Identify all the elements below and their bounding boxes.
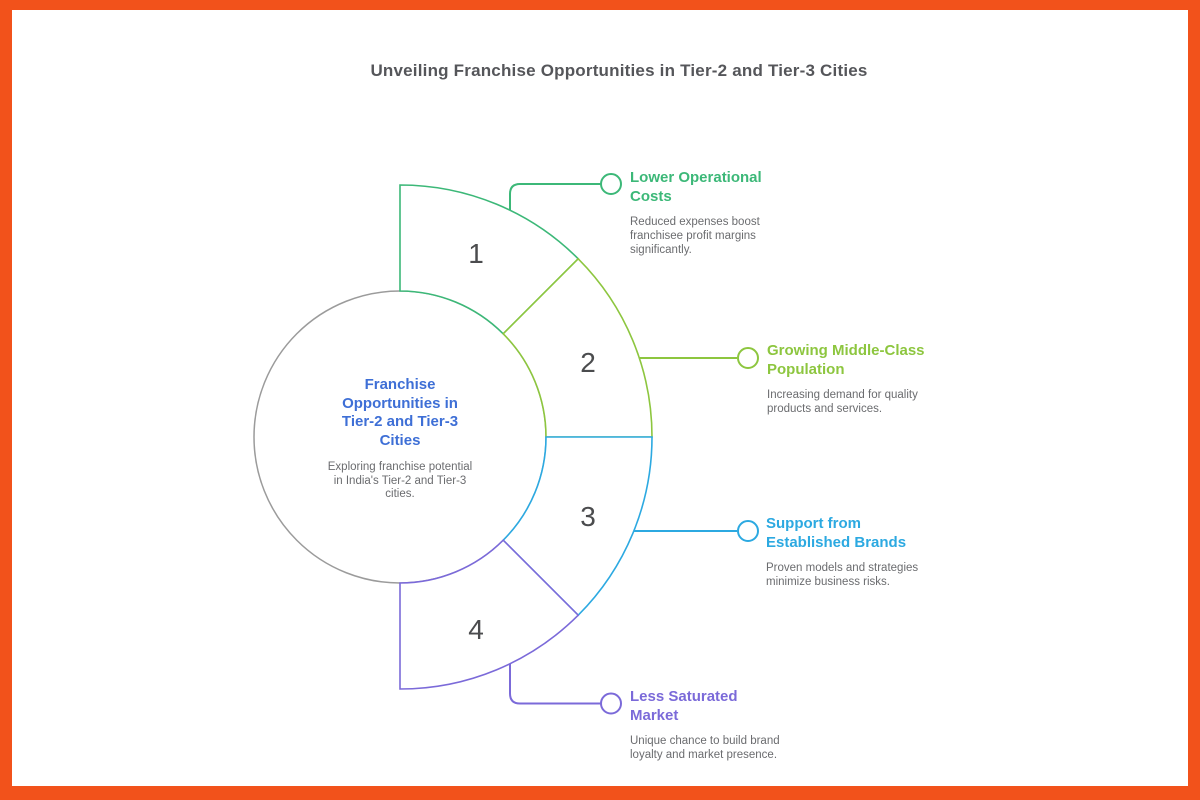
callout-2-label: Growing Middle-Class Population xyxy=(767,342,925,378)
callout-3-description: Proven models and strategies minimize bu… xyxy=(766,562,919,588)
page-title: Unveiling Franchise Opportunities in Tie… xyxy=(370,61,868,80)
segment-4-number: 4 xyxy=(468,614,484,645)
center-subtext: Exploring franchise potential in India's… xyxy=(327,461,473,500)
connector-node-2 xyxy=(737,347,759,369)
center-heading: Franchise Opportunities in Tier-2 and Ti… xyxy=(341,376,459,449)
connector-node-1 xyxy=(600,173,622,195)
callout-1-label: Lower Operational Costs xyxy=(630,169,762,205)
callout-3-label: Support from Established Brands xyxy=(766,515,907,551)
callout-item-1: Lower Operational Costs Reduced expenses… xyxy=(630,168,780,257)
callout-1-description: Reduced expenses boost franchisee profit… xyxy=(630,216,760,256)
connector-line-4 xyxy=(509,663,601,705)
segment-2-number: 2 xyxy=(580,347,596,378)
connector-node-4 xyxy=(600,692,622,715)
callout-item-3: Support from Established Brands Proven m… xyxy=(766,514,931,589)
callout-4-description: Unique chance to build brand loyalty and… xyxy=(630,735,780,761)
connector-node-3 xyxy=(737,520,759,542)
segment-1-number: 1 xyxy=(468,238,484,269)
connector-line-1 xyxy=(509,183,601,211)
callout-2-description: Increasing demand for quality products a… xyxy=(767,389,918,415)
segment-3-number: 3 xyxy=(580,501,596,532)
segment-4-arc xyxy=(399,539,580,690)
center-text-block: Franchise Opportunities in Tier-2 and Ti… xyxy=(324,376,476,502)
callout-item-2: Growing Middle-Class Population Increasi… xyxy=(767,341,937,416)
callout-item-4: Less Saturated Market Unique chance to b… xyxy=(630,687,790,762)
callout-4-label: Less Saturated Market xyxy=(630,688,738,724)
